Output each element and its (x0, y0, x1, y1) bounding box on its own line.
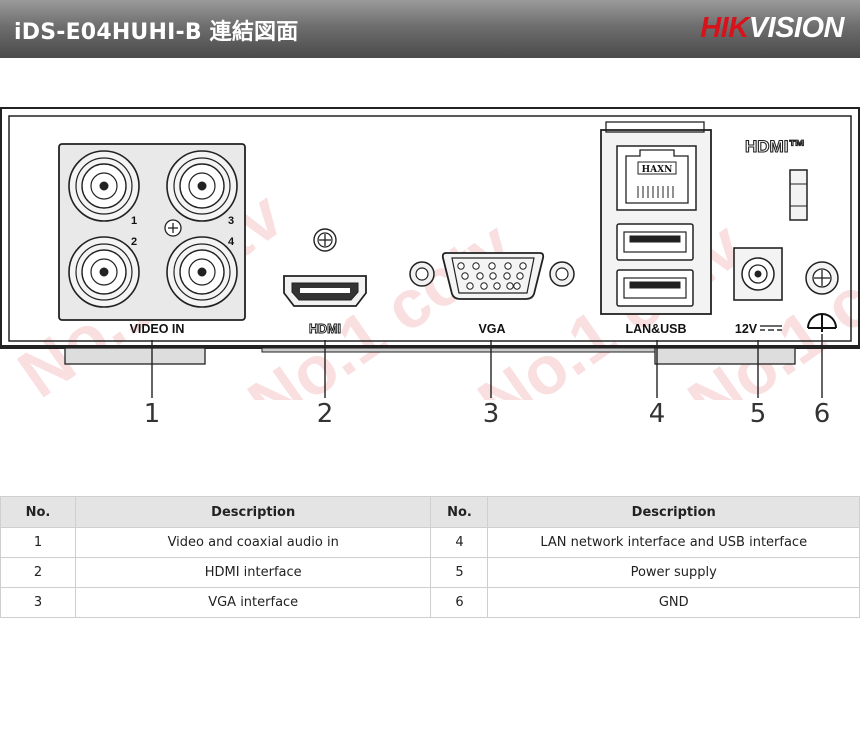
cell-no: 6 (430, 587, 489, 618)
ground-icon (807, 313, 837, 332)
bnc-label-2: 2 (131, 236, 137, 248)
power-port (733, 247, 783, 301)
header-description: Description (74, 496, 432, 528)
video-in-block (58, 143, 246, 321)
brand-logo-red: HIK (700, 12, 749, 44)
bnc-port-3 (166, 150, 238, 222)
header-no: No. (0, 496, 76, 528)
foot-mid (261, 347, 658, 353)
callout-6: 6 (813, 399, 831, 429)
bnc-port-2 (68, 236, 140, 308)
cell-no: 2 (0, 557, 76, 588)
cell-no: 5 (430, 557, 489, 588)
lan-usb-block (600, 121, 712, 315)
page-title: iDS-E04HUHI-B 連結図面 (14, 20, 299, 45)
power-label: 12V (735, 322, 758, 336)
table-row: 2 HDMI interface 5 Power supply (0, 557, 860, 588)
foot-left (64, 347, 206, 365)
cell-description: Power supply (487, 557, 860, 588)
chassis (0, 107, 860, 365)
cell-description: HDMI interface (74, 557, 432, 588)
callout-lines (151, 334, 823, 398)
gnd-terminal (805, 261, 839, 295)
callout-4: 4 (648, 399, 666, 429)
callout-1: 1 (143, 399, 161, 429)
bnc-label-4: 4 (228, 236, 235, 248)
vga-left-screw (409, 261, 435, 287)
cell-description: GND (487, 587, 860, 618)
brand-logo: HIKVISION (700, 12, 844, 45)
chassis-inner (8, 115, 852, 342)
header-bar: iDS-E04HUHI-B 連結図面 HIKVISION (0, 0, 860, 58)
header-description: Description (487, 496, 860, 528)
video-in-label: VIDEO IN (130, 322, 185, 336)
cell-description: LAN network interface and USB interface (487, 527, 860, 558)
hdmi-label: HDMI (309, 322, 341, 336)
table-row: 1 Video and coaxial audio in 4 LAN netwo… (0, 527, 860, 558)
dc-symbol (760, 325, 782, 331)
callout-5: 5 (749, 399, 767, 429)
hdmi-port (283, 228, 367, 307)
bnc-screw-icon (164, 219, 182, 237)
table-row: 3 VGA interface 6 GND (0, 587, 860, 618)
header-no: No. (430, 496, 489, 528)
bnc-port-4 (166, 236, 238, 308)
brand-logo-white: VISION (748, 12, 845, 44)
foot-right (654, 347, 796, 365)
usb-port-2 (616, 269, 694, 307)
bnc-port-1 (68, 150, 140, 222)
rj45-chip-label: HAXN (642, 165, 673, 175)
vga-port (409, 252, 575, 300)
cell-description: VGA interface (74, 587, 432, 618)
bnc-label-1: 1 (131, 215, 137, 227)
callout-3: 3 (482, 399, 500, 429)
callout-numbers: 1 2 3 4 5 6 (0, 395, 860, 435)
table-header-row: No. Description No. Description (0, 496, 860, 528)
vga-label: VGA (478, 322, 505, 336)
cell-no: 4 (430, 527, 489, 558)
rear-panel-diagram: No.1 cctv No.1 cctv No.1 cctv No.1 cctv (0, 107, 860, 400)
usb-port-1 (616, 223, 694, 261)
cell-no: 1 (0, 527, 76, 558)
cell-description: Video and coaxial audio in (74, 527, 432, 558)
cell-no: 3 (0, 587, 76, 618)
callout-2: 2 (316, 399, 334, 429)
reset-switch (789, 169, 808, 221)
bnc-label-3: 3 (228, 215, 234, 227)
description-table: No. Description No. Description 1 Video … (0, 496, 860, 618)
hdmi-logo-label: HDMI™ (745, 137, 805, 156)
lan-usb-label: LAN&USB (625, 322, 686, 336)
vga-right-screw (549, 261, 575, 287)
rj45-port (616, 145, 697, 211)
